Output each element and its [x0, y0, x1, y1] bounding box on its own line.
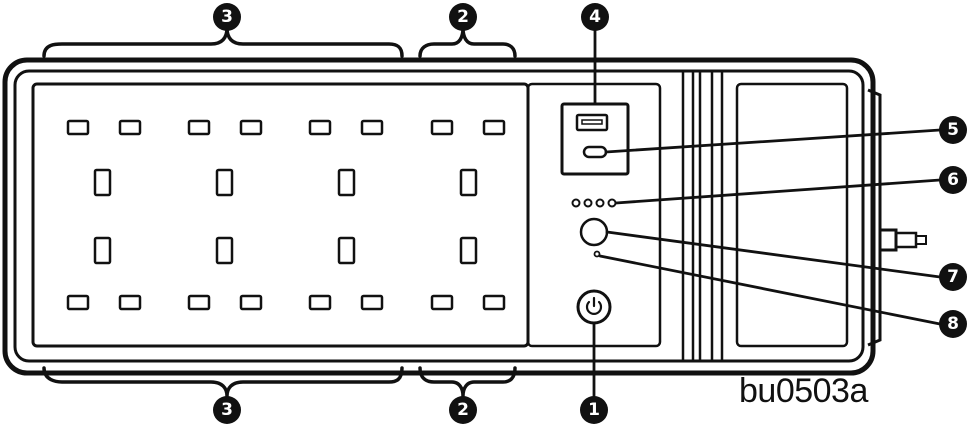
callout-3-top: 3	[213, 3, 241, 31]
power-strip-body	[2, 57, 927, 376]
ac-outlets-horizontal	[66, 119, 506, 311]
bracket-ac-top	[42, 26, 404, 58]
indicator-hole	[593, 250, 601, 258]
svg-text:2: 2	[457, 400, 469, 420]
svg-text:7: 7	[947, 267, 959, 287]
callout-2-top: 2	[449, 3, 477, 31]
ac-outlets-vertical	[93, 168, 478, 265]
power-icon	[585, 296, 603, 315]
svg-text:5: 5	[947, 120, 959, 140]
svg-text:6: 6	[947, 170, 959, 190]
svg-text:2: 2	[457, 7, 469, 27]
bracket-usb-top	[418, 26, 517, 58]
svg-text:8: 8	[947, 314, 959, 334]
svg-text:4: 4	[589, 7, 601, 27]
svg-text:1: 1	[588, 400, 600, 420]
callout-6: 6	[939, 166, 967, 194]
callout-7: 7	[939, 263, 967, 291]
status-leds	[571, 198, 617, 208]
callout-5: 5	[939, 116, 967, 144]
callout-8: 8	[939, 310, 967, 338]
round-button[interactable]	[579, 217, 609, 247]
svg-text:3: 3	[221, 400, 233, 420]
usb-a-port-tongue	[581, 119, 603, 125]
usb-a-port[interactable]	[575, 113, 609, 132]
usb-c-port[interactable]	[582, 145, 608, 159]
callout-4: 4	[581, 3, 609, 31]
figure-id-label: bu0503a	[739, 372, 868, 410]
callout-3-bottom: 3	[213, 396, 241, 424]
svg-text:3: 3	[221, 7, 233, 27]
callout-2-bottom: 2	[449, 396, 477, 424]
callout-1: 1	[580, 396, 608, 424]
leader-lines	[592, 28, 942, 399]
